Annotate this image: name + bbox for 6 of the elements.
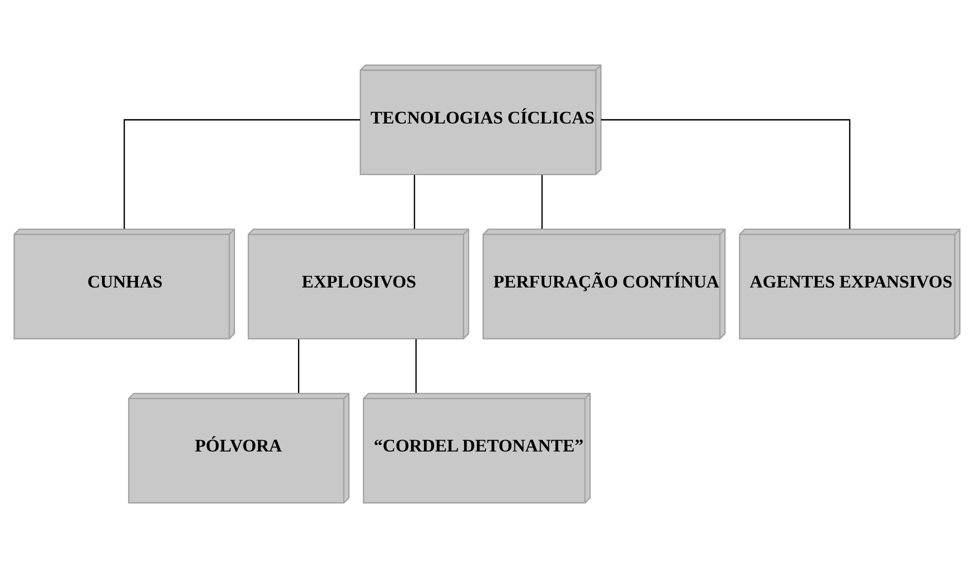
connector xyxy=(298,339,299,393)
connector xyxy=(600,119,850,229)
connector xyxy=(540,174,542,229)
connector xyxy=(414,339,416,393)
connector xyxy=(123,119,360,229)
connector xyxy=(413,174,415,229)
